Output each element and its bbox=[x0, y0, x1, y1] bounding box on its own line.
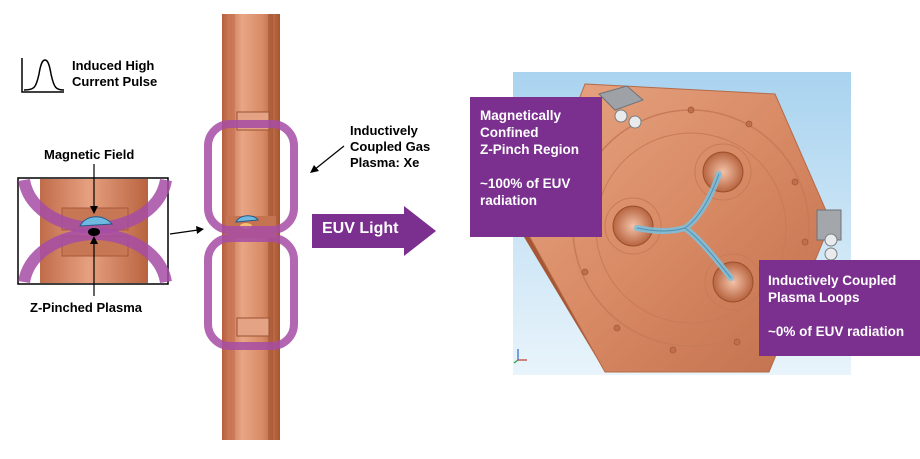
side-bracket bbox=[816, 209, 842, 261]
top-bracket bbox=[598, 85, 644, 129]
icp-gas-label: Inductively Coupled Gas Plasma: Xe bbox=[350, 123, 431, 170]
icp-pointer-arrow bbox=[310, 145, 345, 173]
pulse-label: Induced High Current Pulse bbox=[72, 58, 158, 89]
euv-light-label: EUV Light bbox=[322, 220, 399, 237]
magnetic-field-label: Magnetic Field bbox=[44, 147, 135, 162]
plasma-loops-callout: Inductively Coupled Plasma Loops ~0% of … bbox=[759, 260, 920, 356]
inset-detail-view bbox=[17, 164, 204, 296]
electrode-column bbox=[204, 14, 298, 440]
pulse-waveform-icon bbox=[21, 58, 65, 93]
axis-triad-icon bbox=[513, 349, 527, 364]
euv-light-arrow bbox=[312, 206, 436, 256]
z-pinched-plasma-label: Z-Pinched Plasma bbox=[30, 300, 142, 315]
z-pinch-callout: Magnetically Confined Z-Pinch Region ~10… bbox=[470, 97, 602, 237]
